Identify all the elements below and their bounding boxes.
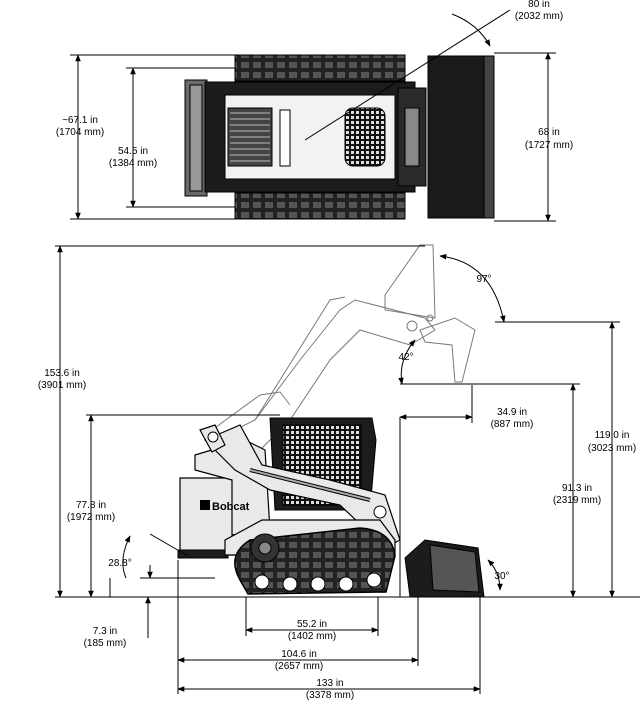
track-width-mm: (1384 mm): [109, 158, 157, 169]
bucket-depth-in: 68 in: [538, 127, 560, 138]
overall-length-mm: (3378 mm): [306, 690, 354, 701]
bucket-angle: 30°: [494, 571, 509, 582]
top-bucket: [427, 55, 491, 219]
dump-reach-in: 34.9 in: [497, 407, 527, 418]
length-no-bucket-mm: (2657 mm): [275, 661, 323, 672]
cab-height-mm: (1972 mm): [67, 512, 115, 523]
top-dimensions: ~67.1 in (1704 mm) 54.5 in (1384 mm) 68 …: [56, 0, 573, 222]
max-height-in: 153.6 in: [44, 368, 80, 379]
machine-side: Bobcat: [177, 417, 485, 598]
dump-height-in: 91.3 in: [562, 483, 592, 494]
length-no-bucket-in: 104.6 in: [281, 649, 317, 660]
departure-angle: 28.8°: [108, 558, 131, 569]
ground-clearance-mm: (185 mm): [84, 638, 127, 649]
max-height-mm: (3901 mm): [38, 380, 86, 391]
track-length-mm: (1402 mm): [288, 631, 336, 642]
top-track-upper: [234, 54, 406, 82]
brand-logo: Bobcat: [212, 501, 250, 513]
pin-height-in: 119.0 in: [595, 430, 630, 441]
bucket-width-mm: (2032 mm): [515, 11, 563, 22]
overall-width-in: ~67.1 in: [62, 115, 98, 126]
ground-clearance-in: 7.3 in: [93, 626, 117, 637]
top-track-lower: [234, 192, 406, 220]
bucket-width-in: 80 in: [528, 0, 550, 10]
dump-reach-mm: (887 mm): [491, 419, 534, 430]
overall-width-mm: (1704 mm): [56, 127, 104, 138]
side-dimensions: 153.6 in (3901 mm) 77.8 in (1972 mm) 119…: [38, 245, 636, 701]
rollback-angle: 42°: [398, 352, 413, 363]
top-cab-roof: [344, 107, 386, 167]
dump-angle: 97°: [476, 274, 491, 285]
track-length-in: 55.2 in: [297, 619, 327, 630]
dump-height-mm: (2319 mm): [553, 495, 601, 506]
bucket-depth-mm: (1727 mm): [525, 140, 573, 151]
raised-arm-ghost: [211, 244, 476, 461]
top-view: [184, 54, 495, 220]
overall-length-in: 133 in: [316, 678, 343, 689]
pin-height-mm: (3023 mm): [588, 443, 636, 454]
track-width-in: 54.5 in: [118, 146, 148, 157]
cab-height-in: 77.8 in: [76, 500, 106, 511]
